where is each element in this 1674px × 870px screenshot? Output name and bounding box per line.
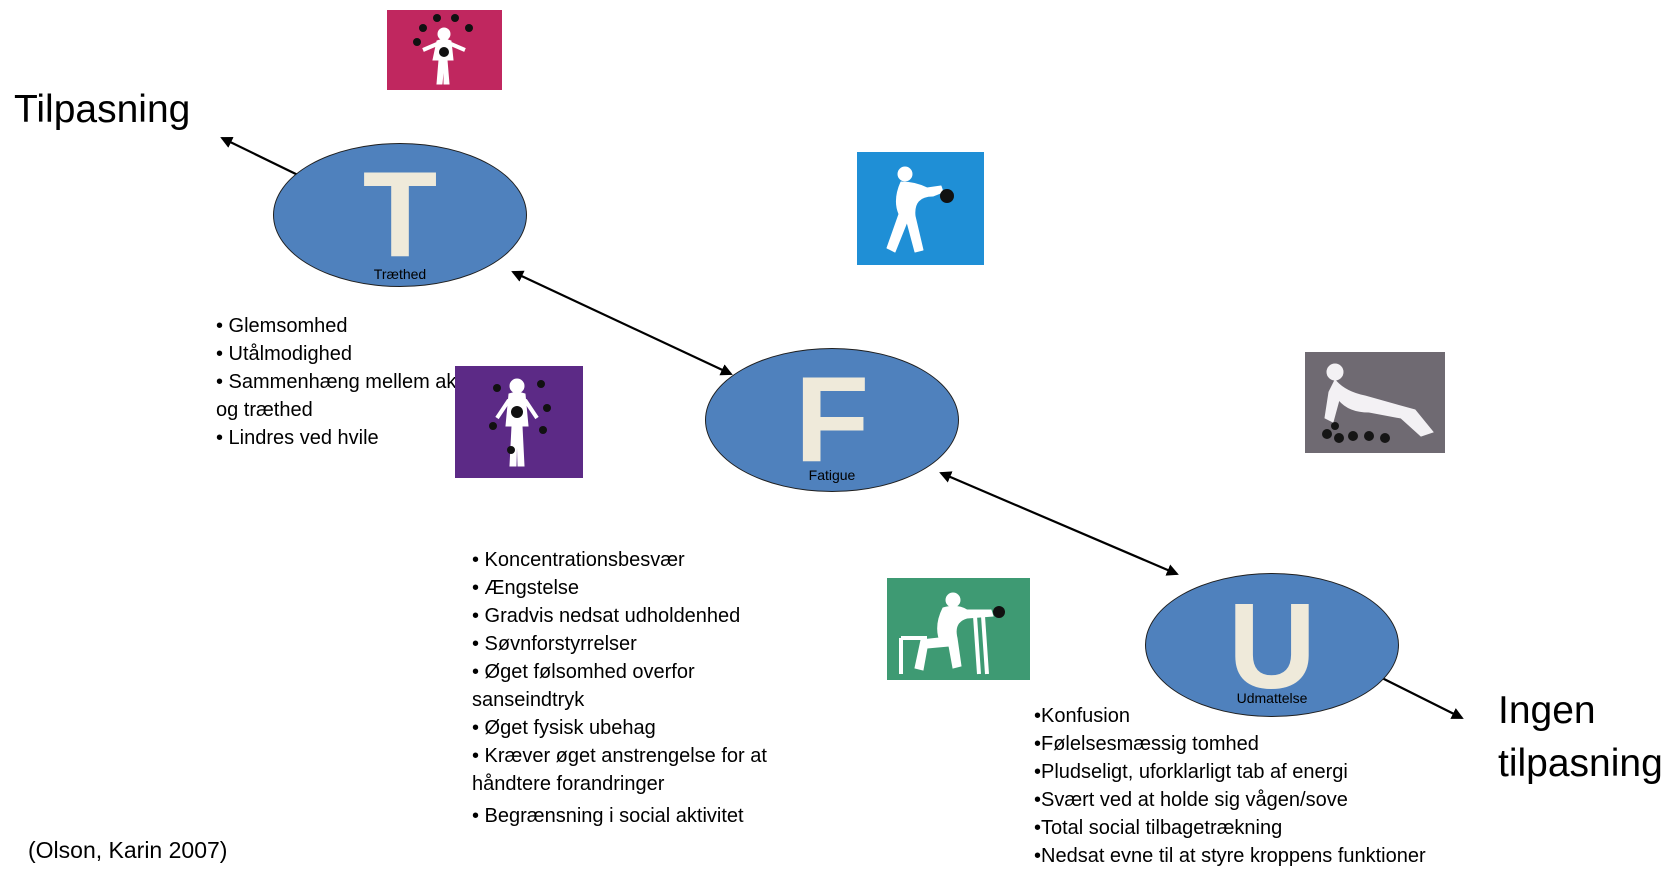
list-item: • Glemsomhed [216, 315, 348, 337]
fatigue-symptom-list: • Koncentrationsbesvær • Ængstelse • Gra… [472, 546, 767, 830]
list-item: • Øget følsomhed overfor [472, 661, 695, 683]
bent-figure-icon [857, 152, 984, 265]
node-label-udmattelse: Udmattelse [1236, 690, 1308, 706]
list-item: og træthed [216, 399, 313, 421]
node-letter-t: T [362, 146, 438, 282]
node-label-fatigue: Fatigue [808, 467, 856, 483]
citation: (Olson, Karin 2007) [28, 837, 228, 863]
list-item: •Følelsesmæssig tomhed [1034, 733, 1259, 755]
outcome-tilpasning-right: tilpasning [1498, 742, 1663, 785]
list-item: •Konfusion [1034, 705, 1130, 727]
list-item: •Svært ved at holde sig vågen/sove [1034, 789, 1348, 811]
list-item: • Koncentrationsbesvær [472, 549, 685, 571]
juggler-figure-icon [387, 10, 502, 90]
node-letter-u: U [1227, 578, 1317, 714]
list-item: • Begrænsning i social aktivitet [472, 805, 744, 827]
sitting-figure-icon [887, 578, 1030, 680]
list-item: • Utålmodighed [216, 343, 352, 365]
list-item: håndtere forandringer [472, 773, 665, 795]
node-udmattelse: U Udmattelse [1145, 573, 1399, 717]
juggler-purple-icon [455, 366, 583, 478]
exhaustion-symptom-list: •Konfusion •Følelsesmæssig tomhed •Pluds… [1034, 702, 1426, 870]
list-item: • Sammenhæng mellem aktivitet [216, 371, 504, 393]
arrow-t-f [511, 270, 733, 376]
list-item: •Nedsat evne til at styre kroppens funkt… [1034, 845, 1426, 867]
node-label-traethed: Træthed [373, 266, 427, 282]
list-item: • Kræver øget anstrengelse for at [472, 745, 767, 767]
list-item: • Søvnforstyrrelser [472, 633, 637, 655]
arrow-to-tilpasning [220, 136, 303, 178]
tiredness-symptom-list: • Glemsomhed • Utålmodighed • Sammenhæng… [216, 312, 503, 452]
outcome-tilpasning: Tilpasning [14, 88, 191, 131]
list-item: sanseindtryk [472, 689, 585, 711]
collapsed-figure-icon [1305, 352, 1445, 453]
arrow-f-u [939, 471, 1179, 576]
node-traethed: T Træthed [273, 143, 527, 287]
node-fatigue: F Fatigue [705, 348, 959, 492]
list-item: • Lindres ved hvile [216, 427, 379, 449]
list-item: • Øget fysisk ubehag [472, 717, 656, 739]
outcome-ingen: Ingen [1498, 689, 1596, 732]
list-item: • Ængstelse [472, 577, 580, 599]
list-item: • Gradvis nedsat udholdenhed [472, 605, 741, 627]
list-item: •Total social tilbagetrækning [1034, 817, 1283, 839]
node-letter-f: F [794, 351, 870, 487]
list-item: •Pludseligt, uforklarligt tab af energi [1034, 761, 1348, 783]
